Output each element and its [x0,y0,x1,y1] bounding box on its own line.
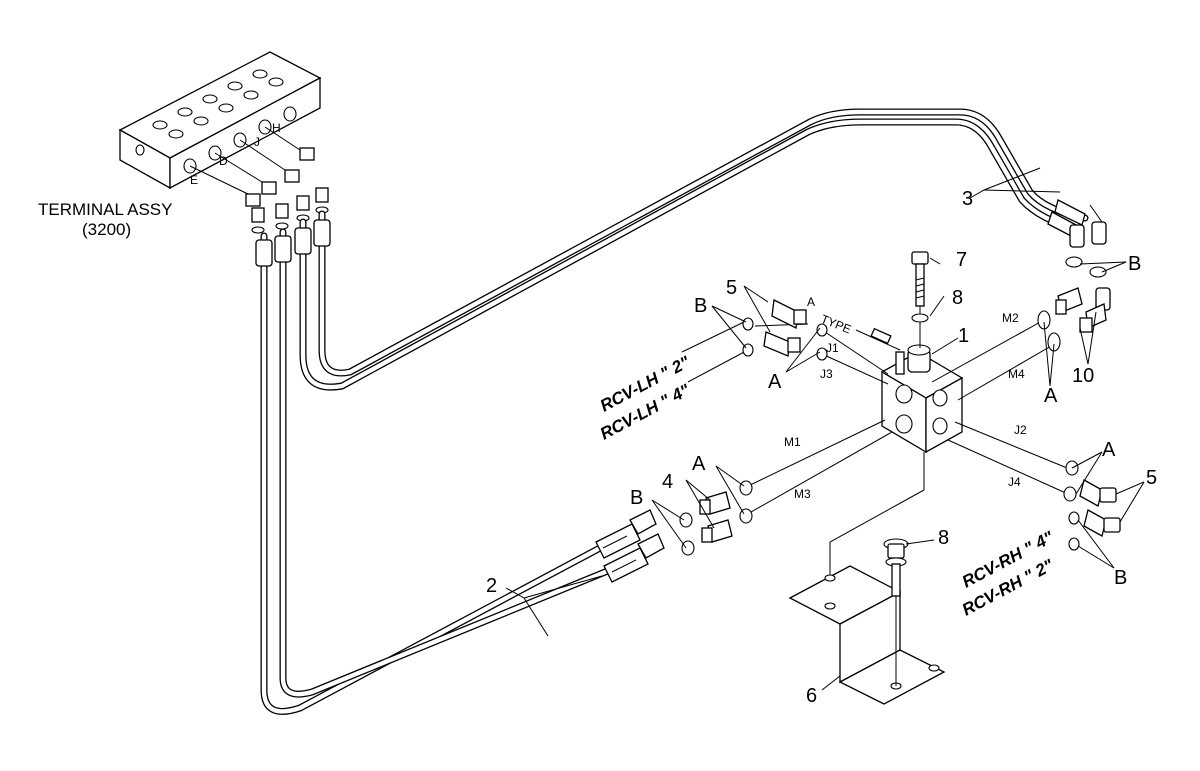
callout-8-top: 8 [952,287,963,309]
port-j4-label: J4 [1008,475,1021,489]
hose-2-top-ferrules [255,219,331,267]
fittings-4 [699,491,733,543]
washer-8-top [911,313,929,323]
callout-4: 4 [662,471,673,493]
terminal-port-leaders [189,126,301,196]
terminal-assy-code: (3200) [82,220,131,239]
port-m2-label: M2 [1002,311,1019,325]
o-rings-b [679,256,1107,556]
callout-a-bottom: A [692,453,706,475]
callout-10: 10 [1072,365,1094,387]
port-e-label: E [190,173,198,187]
callout-6: 6 [806,685,817,707]
terminal-top-holes [152,69,284,139]
bolt-7 [911,251,929,348]
port-j2-label: J2 [1014,423,1027,437]
port-j3-label: J3 [820,367,833,381]
callout-8-bracket: 8 [938,527,949,549]
callout-b-bottom: B [630,487,643,509]
fittings-10 [1055,287,1111,333]
callout-a-rh: A [1102,439,1116,461]
hose-group-3 [299,108,1107,391]
fittings-5-lh [763,299,807,357]
terminal-front-holes [135,106,297,174]
port-j1-label: J1 [826,341,839,355]
callout-b-lh: B [694,295,707,317]
valve-top-cap [895,344,931,375]
bracket-6 [788,565,946,705]
type-letter: A [807,295,815,309]
callout-leaders [505,167,1145,691]
port-m3-label: M3 [794,487,811,501]
port-d-label: D [219,154,228,168]
bolt-8-bracket [883,538,909,686]
callout-2: 2 [486,575,497,597]
fittings-5-rh [1079,479,1121,537]
callout-1: 1 [958,325,969,347]
port-m1-label: M1 [784,435,801,449]
callout-5-rh: 5 [1146,467,1157,489]
type-note: A TYPE [807,295,901,351]
callout-3: 3 [962,188,973,210]
port-m4-label: M4 [1008,367,1025,381]
callout-a-lh: A [768,371,782,393]
callout-b-top: B [1128,253,1141,275]
callout-7: 7 [956,249,967,271]
valve-block [880,344,964,454]
hose-group-2 [255,219,665,715]
port-h-label: H [272,121,281,135]
callout-5-lh: 5 [726,277,737,299]
port-j-label: J [254,135,260,149]
terminal-assy-label: TERMINAL ASSY [38,200,172,219]
hose-2-end-fittings [595,509,665,583]
callout-b-rh: B [1114,567,1127,589]
port-leaders [681,319,1073,578]
terminal-fittings [245,147,329,234]
terminal-assy: H J D E TERMINAL ASSY (3200) [38,51,329,239]
callout-a-right: A [1044,385,1058,407]
